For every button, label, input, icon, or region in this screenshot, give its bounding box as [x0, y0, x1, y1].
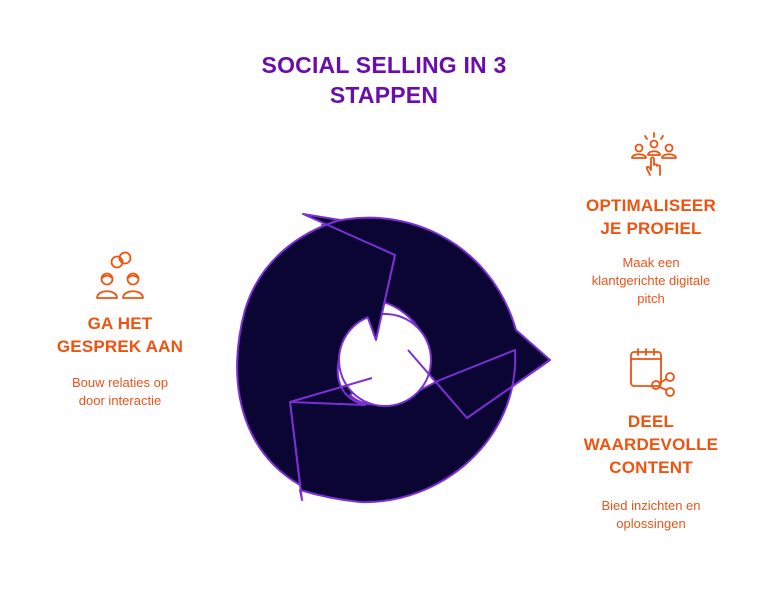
step-desc-line: Maak een: [622, 255, 680, 270]
cycle-arrow-left-overlay: [289, 377, 373, 403]
step-description: Bouw relaties op door interactie: [30, 374, 210, 410]
step-heading-line: OPTIMALISEER: [586, 196, 716, 215]
step-gesprek-aan: GA HET GESPREK AAN Bouw relaties op door…: [30, 312, 210, 410]
step-heading-line: GA HET: [87, 314, 153, 333]
cycle-arrow-bottom-overlay: [407, 349, 551, 419]
title-line-2: STAPPEN: [329, 82, 439, 108]
cycle-arrows: [236, 213, 551, 504]
step-heading-line: WAARDEVOLLE: [583, 435, 719, 454]
step-deel-content: DEEL WAARDEVOLLE CONTENT Bied inzichten …: [561, 410, 741, 533]
step-desc-line: pitch: [637, 291, 665, 306]
step-optimaliseer-profiel: OPTIMALISEER JE PROFIEL Maak een klantge…: [561, 194, 741, 308]
step-heading-line: JE PROFIEL: [600, 219, 702, 238]
crowd-tap-icon: [631, 132, 677, 176]
step-description: Maak een klantgerichte digitale pitch: [561, 254, 741, 308]
calendar-share-icon: [630, 348, 675, 397]
step-heading: GA HET GESPREK AAN: [30, 312, 210, 358]
step-heading: DEEL WAARDEVOLLE CONTENT: [561, 410, 741, 479]
step-heading-line: GESPREK AAN: [56, 337, 184, 356]
step-desc-line: Bied inzichten en: [601, 498, 701, 513]
diagram-title: SOCIAL SELLING IN 3 STAPPEN: [184, 50, 584, 110]
step-desc-line: door interactie: [78, 393, 162, 408]
people-chat-icon: [96, 251, 144, 299]
step-desc-line: oplossingen: [616, 516, 686, 531]
step-heading: OPTIMALISEER JE PROFIEL: [561, 194, 741, 240]
step-desc-line: Bouw relaties op: [71, 375, 169, 390]
step-heading-line: DEEL: [627, 412, 675, 431]
cycle-center-hole: [338, 313, 432, 407]
cycle-arrow-right-overlay: [367, 254, 396, 341]
step-description: Bied inzichten en oplossingen: [561, 497, 741, 533]
step-desc-line: klantgerichte digitale: [591, 273, 711, 288]
cycle-arrow-left: [236, 213, 396, 486]
step-heading-line: CONTENT: [609, 458, 693, 477]
title-line-1: SOCIAL SELLING IN 3: [261, 52, 507, 78]
